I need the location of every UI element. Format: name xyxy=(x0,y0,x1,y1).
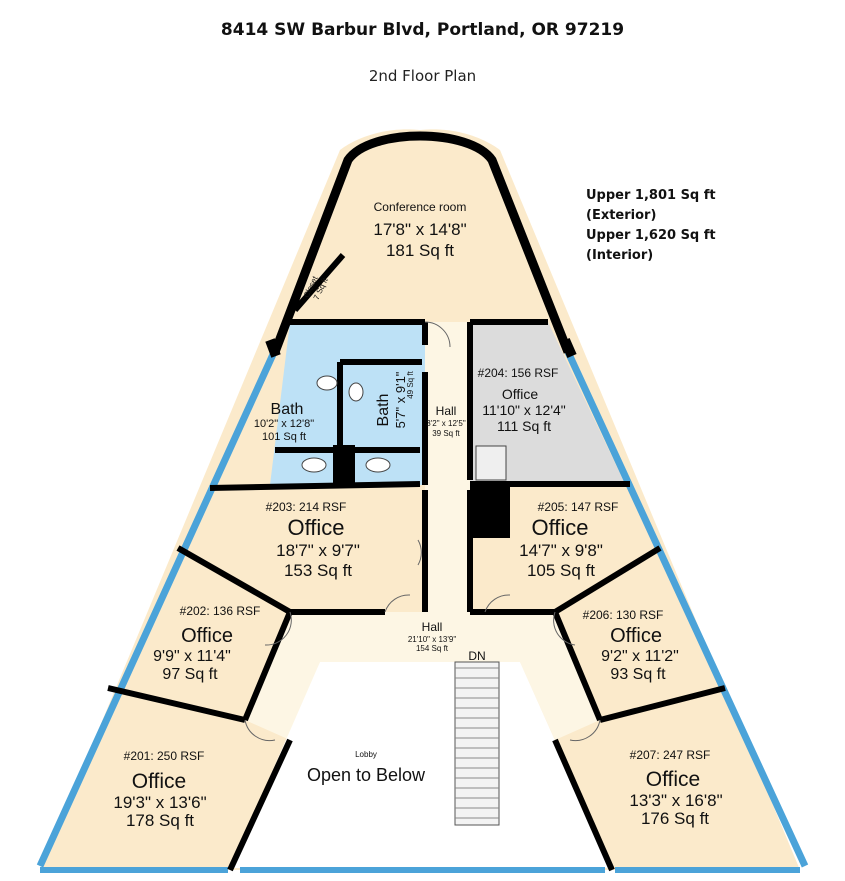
room-201-unit: #201: 250 RSF xyxy=(124,749,205,763)
room-205-name: Office xyxy=(531,515,588,540)
room-204-area: 111 Sq ft xyxy=(497,418,551,434)
upper-hall-dims: 3'2" x 12'5" xyxy=(426,419,466,428)
room-203-name: Office xyxy=(287,515,344,540)
lobby-name: Lobby xyxy=(355,750,377,759)
lobby-area xyxy=(230,662,612,868)
room-201-name: Office xyxy=(132,770,186,793)
room-207-unit: #207: 247 RSF xyxy=(630,748,711,762)
room-201-dims: 19'3" x 13'6" xyxy=(113,793,206,812)
staircase xyxy=(454,661,500,826)
corner-post-left xyxy=(265,338,281,358)
room-203-unit: #203: 214 RSF xyxy=(266,500,347,514)
room-205-area: 105 Sq ft xyxy=(527,561,595,580)
corner-post-right xyxy=(560,337,577,359)
room-207-name: Office xyxy=(646,768,700,791)
right-window-strip xyxy=(564,350,809,868)
property-address: 8414 SW Barbur Blvd, Portland, OR 97219 xyxy=(220,20,625,40)
room-206-dims: 9'2" x 11'2" xyxy=(601,648,679,665)
conference-room-area: 181 Sq ft xyxy=(386,241,454,260)
room-202-area: 97 Sq ft xyxy=(162,666,218,683)
office-204-area xyxy=(470,322,625,484)
room-201-area: 178 Sq ft xyxy=(126,811,194,830)
bath1-area: 101 Sq ft xyxy=(262,431,306,443)
lower-hall-area: 154 Sq ft xyxy=(416,644,449,653)
room-202-name: Office xyxy=(181,625,233,647)
room-202-dims: 9'9" x 11'4" xyxy=(153,648,231,665)
lower-hall-name: Hall xyxy=(422,620,443,634)
upper-hall-name: Hall xyxy=(436,404,457,418)
exterior-wall xyxy=(270,131,573,354)
lower-hall-area xyxy=(245,612,600,740)
room-205-dims: 14'7" x 9'8" xyxy=(519,541,603,560)
floor-plan-title: 2nd Floor Plan xyxy=(368,67,477,85)
room-204-dims: 11'10" x 12'4" xyxy=(482,402,566,418)
stairs-down-label: DN xyxy=(468,649,485,663)
room-205-unit: #205: 147 RSF xyxy=(538,500,619,514)
room-203-dims: 18'7" x 9'7" xyxy=(276,541,360,560)
bath2-dims: 5'7" x 9'1" xyxy=(393,371,408,428)
bath-fixtures xyxy=(301,375,507,481)
bath1-name: Bath xyxy=(271,401,304,418)
room-206-area: 93 Sq ft xyxy=(610,666,666,683)
structural-column-office xyxy=(470,486,510,538)
door-swings xyxy=(244,321,601,742)
room-204-name: Office xyxy=(502,386,539,402)
upper-hall-area: 39 Sq ft xyxy=(432,429,460,438)
conference-room-dims: 17'8" x 14'8" xyxy=(373,220,466,239)
bath2-name: Bath xyxy=(375,394,392,427)
bath1-dims: 10'2" x 12'8" xyxy=(254,418,314,430)
bath2-area: 49 Sq ft xyxy=(406,370,415,398)
lower-hall-dims: 21'10" x 13'9" xyxy=(408,635,456,644)
room-207-dims: 13'3" x 16'8" xyxy=(629,791,722,810)
room-202-unit: #202: 136 RSF xyxy=(180,604,261,618)
room-206-unit: #206: 130 RSF xyxy=(583,608,664,622)
lobby-label: Open to Below xyxy=(307,765,426,785)
interior-area: Upper 1,620 Sq ft (Interior) xyxy=(586,228,716,263)
room-206-name: Office xyxy=(610,625,662,647)
room-204-unit: #204: 156 RSF xyxy=(478,366,559,380)
structural-column-bath xyxy=(333,445,355,483)
room-203-area: 153 Sq ft xyxy=(284,561,352,580)
room-207-area: 176 Sq ft xyxy=(641,809,709,828)
area-summary: Upper 1,801 Sq ft (Exterior) Upper 1,620… xyxy=(586,186,786,266)
building-footprint xyxy=(40,129,800,870)
conference-room-name: Conference room xyxy=(374,200,467,214)
left-window-strip xyxy=(36,348,279,868)
upper-hall-area xyxy=(425,322,470,612)
exterior-area: Upper 1,801 Sq ft (Exterior) xyxy=(586,188,716,223)
